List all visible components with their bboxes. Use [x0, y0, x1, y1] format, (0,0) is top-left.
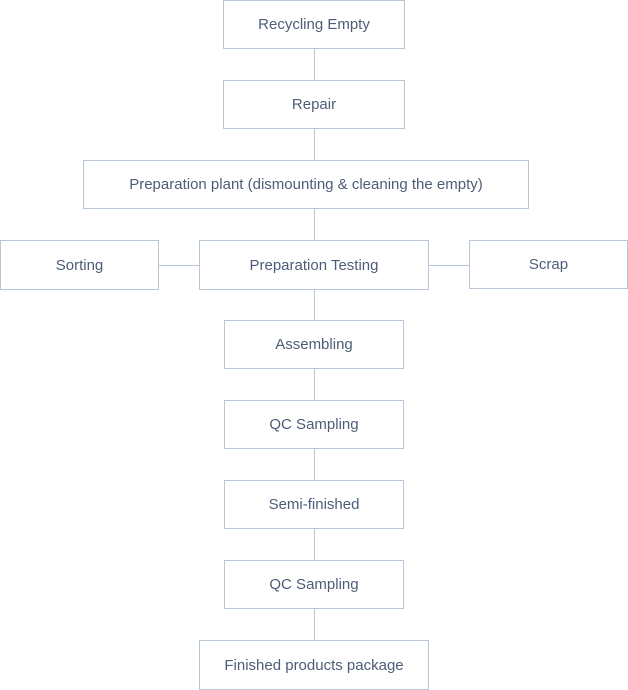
- connector-sorting-testing: [158, 265, 199, 266]
- node-qc-sampling-2: QC Sampling: [224, 560, 404, 609]
- connector-preparation-plant-testing: [314, 208, 315, 240]
- node-semi-finished: Semi-finished: [224, 480, 404, 529]
- node-assembling: Assembling: [224, 320, 404, 369]
- connector-assembling-qc-sampling: [314, 368, 315, 400]
- connector-repair-preparation-plant: [314, 128, 315, 160]
- node-recycling-empty: Recycling Empty: [223, 0, 405, 49]
- node-sorting: Sorting: [0, 240, 159, 290]
- connector-testing-scrap: [428, 265, 469, 266]
- node-preparation-plant: Preparation plant (dismounting & cleanin…: [83, 160, 529, 209]
- connector-qc-sampling-finished: [314, 608, 315, 640]
- node-finished-products-package: Finished products package: [199, 640, 429, 690]
- node-scrap: Scrap: [469, 240, 628, 289]
- connector-testing-assembling: [314, 289, 315, 320]
- connector-qc-sampling-semi-finished: [314, 448, 315, 480]
- connector-recycling-repair: [314, 48, 315, 80]
- connector-semi-finished-qc-sampling: [314, 528, 315, 560]
- node-preparation-testing: Preparation Testing: [199, 240, 429, 290]
- node-qc-sampling-1: QC Sampling: [224, 400, 404, 449]
- node-repair: Repair: [223, 80, 405, 129]
